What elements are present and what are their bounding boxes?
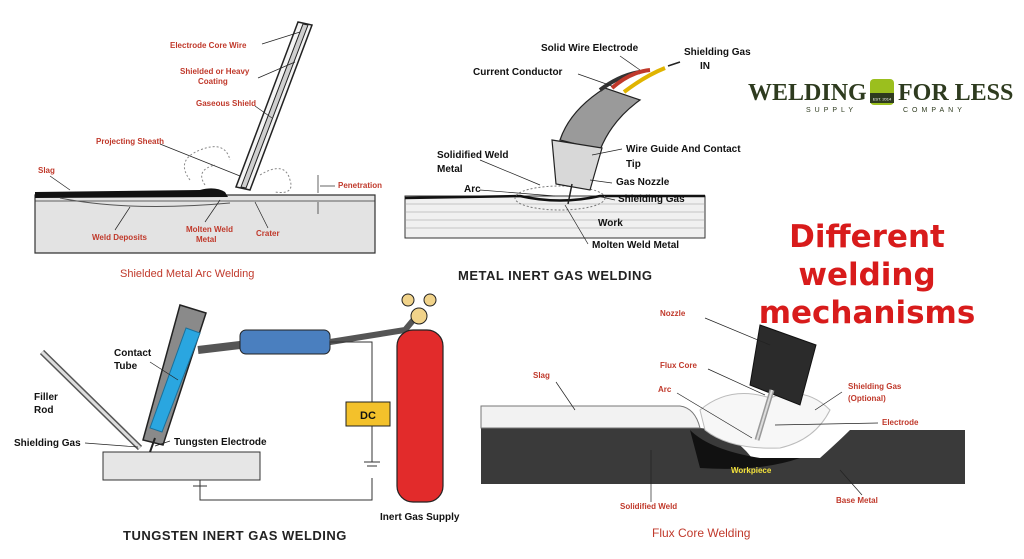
mig-label-guide-1: Wire Guide And Contact xyxy=(626,144,741,155)
fcaw-label-shield-2: (Optional) xyxy=(848,394,886,403)
tig-label-supply: Inert Gas Supply xyxy=(380,512,460,523)
smaw-label-crater: Crater xyxy=(256,229,280,238)
mig-weld-surface xyxy=(404,194,705,202)
smaw-label-coating-2: Coating xyxy=(198,77,228,86)
smaw-leaders xyxy=(49,31,335,231)
mig-cable-yellow xyxy=(622,66,666,94)
fcaw-weld-pool xyxy=(690,430,800,469)
fcaw-label-flux: Flux Core xyxy=(660,361,697,370)
fcaw-label-nozzle: Nozzle xyxy=(660,309,686,318)
tig-caption: TUNGSTEN INERT GAS WELDING xyxy=(123,528,347,543)
tig-gas-cylinder xyxy=(396,329,444,503)
brand-logo: WELDING EST. 2014 FOR LESS SUPPLY COMPAN… xyxy=(748,76,1018,116)
mig-label-solid-wire: Solid Wire Electrode xyxy=(541,43,639,54)
fcaw-label-shield-1: Shielding Gas xyxy=(848,382,902,391)
mig-label-work: Work xyxy=(598,218,623,229)
headline: Different welding mechanisms xyxy=(758,219,976,331)
smaw-label-molten-2: Metal xyxy=(196,235,216,244)
smaw-label-core: Electrode Core Wire xyxy=(170,41,247,50)
smaw-label-molten-1: Molten Weld xyxy=(186,225,233,234)
tig-label-shield-gas: Shielding Gas xyxy=(14,438,81,449)
tig-dc-box xyxy=(345,401,391,427)
smaw-slag xyxy=(35,188,228,198)
tig-label-tungsten: Tungsten Electrode xyxy=(174,437,267,448)
logo-sub-left: SUPPLY xyxy=(806,107,857,114)
tig-dc-label: DC xyxy=(360,410,376,422)
fcaw-slag xyxy=(480,405,701,429)
fcaw-nozzle xyxy=(749,324,817,406)
fcaw-label-workpiece: Workpiece xyxy=(731,466,772,475)
mig-caption: METAL INERT GAS WELDING xyxy=(458,268,652,283)
fcaw-label-base: Base Metal xyxy=(836,496,878,505)
tig-hose-handle xyxy=(239,329,331,355)
mig-label-current: Current Conductor xyxy=(473,67,563,78)
logo-graphic: WELDING EST. 2014 FOR LESS SUPPLY COMPAN… xyxy=(748,79,1013,114)
tig-filler-rod-hl xyxy=(40,350,142,450)
logo-word-right: FOR LESS xyxy=(898,80,1013,106)
smaw-electrode-core xyxy=(240,23,309,189)
tig-label-contact-1: Contact xyxy=(114,348,152,359)
fcaw-label-arc: Arc xyxy=(658,385,672,394)
mig-label-shield-gas: Shielding Gas xyxy=(618,194,685,205)
fcaw-caption: Flux Core Welding xyxy=(652,526,750,540)
logo-word-left: WELDING xyxy=(748,80,867,106)
mig-wire xyxy=(567,183,573,205)
mig-cable-red xyxy=(610,68,651,90)
smaw-diagram: Electrode Core Wire Shielded or Heavy Co… xyxy=(34,21,382,280)
fcaw-label-electrode: Electrode xyxy=(882,418,919,427)
mig-label-gas-in-2: IN xyxy=(700,61,710,72)
tig-label-contact-2: Tube xyxy=(114,361,138,372)
mig-label-solidified-2: Metal xyxy=(437,164,463,175)
smaw-label-coating-1: Shielded or Heavy xyxy=(180,67,250,76)
logo-badge-band xyxy=(870,93,894,103)
tig-gauge-left xyxy=(401,293,415,307)
smaw-caption: Shielded Metal Arc Welding xyxy=(120,268,254,280)
tig-diagram: DC Contact Tube Filler Rod Shielding Gas… xyxy=(14,293,460,543)
fcaw-label-slag: Slag xyxy=(533,371,550,380)
mig-label-nozzle: Gas Nozzle xyxy=(616,177,670,188)
fcaw-flux-core xyxy=(756,389,773,441)
tig-contact-tube xyxy=(149,327,201,433)
mig-label-arc: Arc xyxy=(464,184,481,195)
tig-circuit-2 xyxy=(199,478,373,501)
tig-gauge-right xyxy=(423,293,437,307)
smaw-weld-deposit xyxy=(59,197,231,207)
mig-nozzle xyxy=(551,139,603,191)
mig-leaders xyxy=(479,55,641,245)
mig-label-gas-in-1: Shielding Gas xyxy=(684,47,751,58)
smaw-base-plate xyxy=(34,194,376,254)
tig-label-filler-1: Filler xyxy=(34,392,58,403)
smaw-label-slag: Slag xyxy=(38,166,55,175)
mig-diagram: Solid Wire Electrode Shielding Gas IN Cu… xyxy=(404,43,751,283)
mig-torch-body xyxy=(559,87,642,151)
mig-hatch xyxy=(405,203,705,229)
smaw-label-gas: Gaseous Shield xyxy=(196,99,256,108)
smaw-label-sheath: Projecting Sheath xyxy=(96,137,164,146)
tig-regulator xyxy=(410,307,428,325)
mig-gas-arrow xyxy=(667,61,681,67)
tig-label-filler-2: Rod xyxy=(34,405,53,416)
mig-label-guide-2: Tip xyxy=(626,159,641,170)
tig-hose-1 xyxy=(197,341,241,354)
smaw-label-deposits: Weld Deposits xyxy=(92,233,148,242)
smaw-label-penetration: Penetration xyxy=(338,181,382,190)
logo-sub-right: COMPANY xyxy=(903,107,966,114)
fcaw-diagram: Nozzle Flux Core Arc Shielding Gas (Opti… xyxy=(480,309,965,540)
mig-label-solidified-1: Solidified Weld xyxy=(437,150,508,161)
fcaw-leaders xyxy=(555,317,879,502)
mig-label-molten: Molten Weld Metal xyxy=(592,240,679,251)
tig-hose-2 xyxy=(329,316,418,345)
fcaw-label-solidified: Solidified Weld xyxy=(620,502,677,511)
logo-badge-text: EST. 2014 xyxy=(873,97,892,102)
tig-workpiece xyxy=(102,451,261,481)
smaw-gas-swirl xyxy=(183,146,292,193)
tig-tungsten xyxy=(149,437,156,453)
tig-leaders xyxy=(84,361,179,448)
